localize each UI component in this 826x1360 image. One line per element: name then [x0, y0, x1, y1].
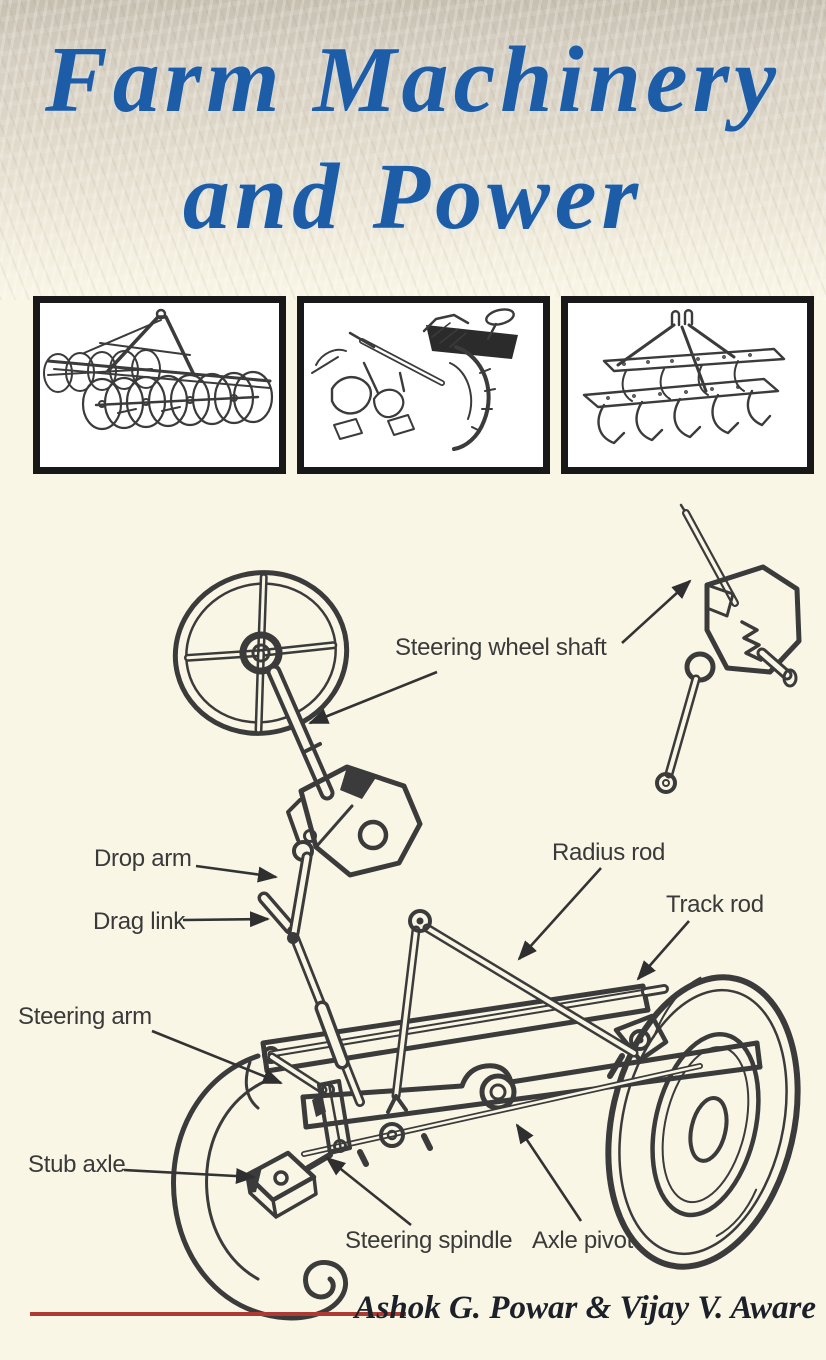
footer-accent-rule [30, 1312, 406, 1316]
label-arrows [123, 579, 692, 1227]
disc-harrow-sketch [43, 308, 274, 431]
left-wheel-outline-drawing [171, 1053, 348, 1321]
book-title-line1: Farm Machinery [45, 28, 781, 132]
arrow-steering-gear-component [621, 579, 692, 644]
label-steering-wheel-shaft: Steering wheel shaft [395, 634, 607, 661]
arrow-steering-wheel-shaft [308, 670, 438, 725]
book-title-line2: and Power [182, 144, 644, 249]
label-steering-arm: Steering arm [18, 1003, 152, 1030]
arrow-axle-pivot [515, 1123, 583, 1222]
steering-gear-component-drawing [655, 503, 802, 794]
arrow-track-rod [636, 920, 690, 981]
arrow-radius-rod [517, 867, 602, 961]
steering-gearbox-drawing [286, 764, 423, 878]
tine-cultivator-sketch [582, 309, 786, 445]
label-stub-axle: Stub axle [28, 1151, 126, 1178]
steering-shaft-drawing [266, 664, 335, 801]
tie-rod-drawing [301, 1063, 703, 1167]
illustration-frame-cultivator [561, 296, 814, 474]
header-straw-texture [0, 0, 826, 300]
steering-arm-drawing [267, 1052, 328, 1095]
radius-rod-drawing [386, 909, 639, 1114]
drag-link-drawing [257, 891, 365, 1107]
arrow-steering-spindle [325, 1156, 412, 1227]
arrow-drop-arm [195, 864, 278, 883]
authors: Ashok G. Powar & Vijay V. Aware [354, 1290, 816, 1326]
illustration-frame-plough [297, 296, 550, 474]
stub-axle-drawing [244, 1150, 318, 1219]
mouldboard-plough-sketch [311, 308, 518, 451]
arrow-stub-axle [123, 1168, 256, 1185]
label-radius-rod: Radius rod [552, 839, 666, 866]
label-track-rod: Track rod [666, 891, 764, 918]
arrow-drag-link [182, 911, 270, 928]
steering-wheel-drawing [172, 570, 350, 736]
label-drop-arm: Drop arm [94, 845, 192, 872]
illustration-row [33, 296, 814, 474]
label-axle-pivot: Axle pivot [532, 1227, 634, 1254]
label-steering-spindle: Steering spindle [345, 1227, 513, 1254]
drop-arm-drawing [287, 851, 313, 944]
book-title: Farm Machinery and Power [0, 22, 826, 255]
arrow-steering-arm [151, 1029, 283, 1085]
illustration-frame-disc-harrow [33, 296, 286, 474]
steering-mechanism-diagram [123, 503, 802, 1321]
front-axle-drawing [300, 1040, 763, 1130]
label-drag-link: Drag link [93, 908, 185, 935]
